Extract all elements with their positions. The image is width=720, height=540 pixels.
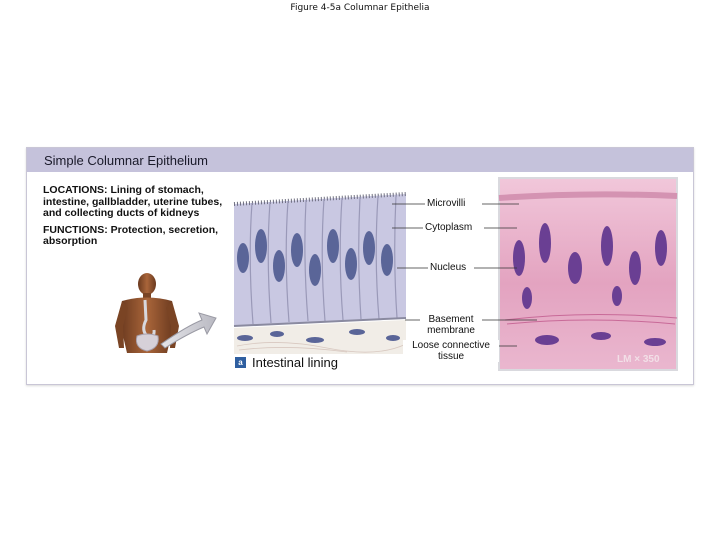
figure-panel: Simple Columnar Epithelium LOCATIONS: Li… bbox=[26, 147, 694, 385]
slide-title: Figure 4-5a Columnar Epithelia bbox=[290, 3, 430, 13]
figure-caption: Intestinal lining bbox=[252, 355, 338, 370]
figure-illustration bbox=[115, 177, 678, 371]
label-nucleus: Nucleus bbox=[428, 262, 469, 273]
functions-text: FUNCTIONS: Protection, secretion, absorp… bbox=[43, 223, 219, 247]
label-loose-connective-tissue: Loose connective tissue bbox=[403, 340, 499, 362]
locations-text: LOCATIONS: Lining of stomach, intestine,… bbox=[43, 184, 223, 219]
info-text: LOCATIONS: Lining of stomach, intestine,… bbox=[43, 184, 228, 253]
panel-header: Simple Columnar Epithelium bbox=[27, 148, 693, 172]
leader-lines bbox=[392, 203, 537, 347]
magnification-label: LM × 350 bbox=[617, 354, 660, 365]
pointer-arrow-icon bbox=[160, 312, 217, 349]
micrograph-image bbox=[498, 177, 678, 371]
figure-label: a Intestinal lining bbox=[235, 355, 338, 370]
label-cytoplasm: Cytoplasm bbox=[423, 222, 475, 233]
figure-letter-badge: a bbox=[235, 357, 246, 368]
body-figure-icon bbox=[115, 273, 179, 353]
label-microvilli: Microvilli bbox=[425, 198, 468, 209]
epithelium-drawing bbox=[233, 184, 407, 354]
panel-title: Simple Columnar Epithelium bbox=[44, 153, 209, 168]
label-basement-membrane: Basement membrane bbox=[420, 314, 482, 336]
